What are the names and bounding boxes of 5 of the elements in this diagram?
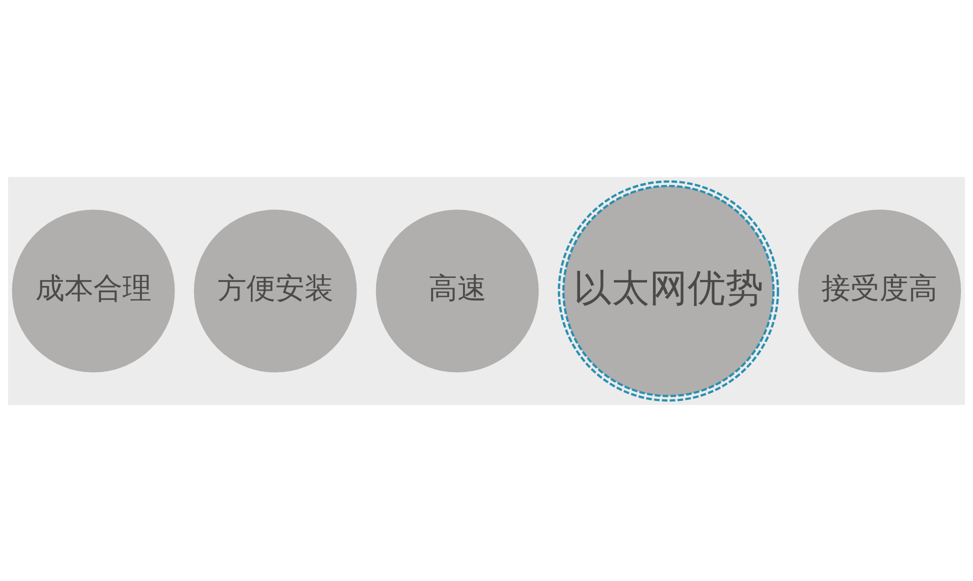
node-circle: 成本合理 xyxy=(12,209,175,372)
node-circle: 方便安装 xyxy=(194,209,357,372)
node-circle: 接受度高 xyxy=(798,209,962,372)
node-circle: 以太网优势 xyxy=(558,180,780,402)
node-circle: 高速 xyxy=(376,209,539,372)
